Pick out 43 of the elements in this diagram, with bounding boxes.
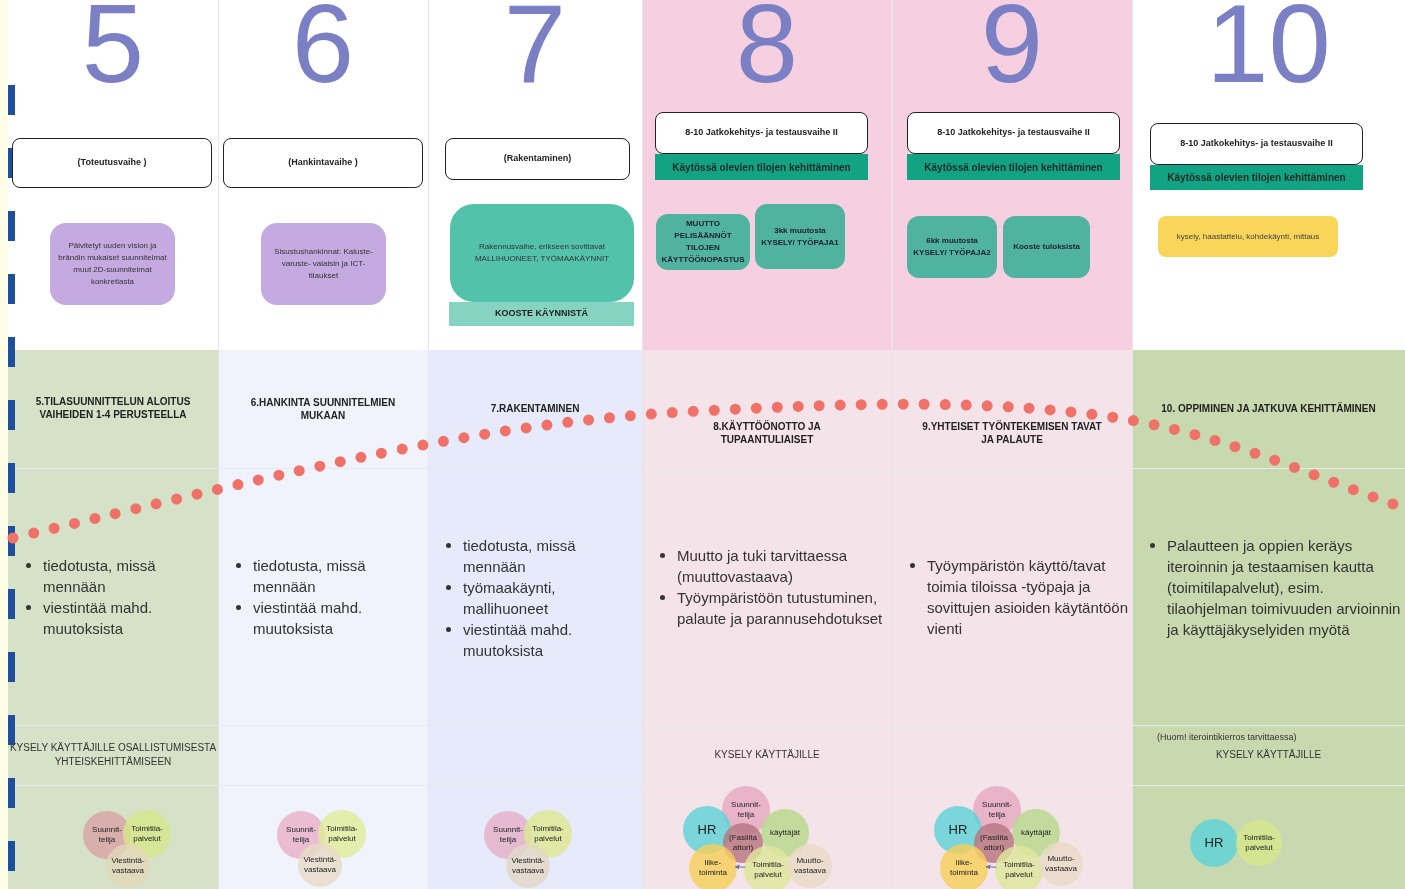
phase-number: 5 [80, 0, 146, 100]
phase-heading: 7.RAKENTAMINEN [489, 402, 581, 415]
task-box: 6kk muutosta KYSELY/ TYÖPAJA2 [907, 216, 997, 278]
phase-heading: 10. OPPIMINEN JA JATKUVA KEHITTÄMINEN [1160, 402, 1377, 415]
survey-label: KYSELY KÄYTTÄJILLE OSALLISTUMISESTA YHTEISKEHITTÄMISEEN [8, 741, 218, 769]
survey-label: KYSELY KÄYTTÄJILLE [1214, 748, 1323, 762]
phase-heading: 9.YHTEISET TYÖNTEKEMISEN TAVAT JA PALAUTE [921, 420, 1103, 446]
phase-number: 10 [1205, 0, 1332, 100]
phase-number: 9 [979, 0, 1045, 100]
phase-number: 7 [502, 0, 568, 100]
bullet-text: viestintää mahd. muutoksista [43, 598, 154, 639]
phase-box: (Hankintavaihe ) [223, 138, 423, 188]
task-box: Sisustushankinnat: Kaluste- varuste- valaisin ja ICT-tilaukset [261, 223, 386, 305]
arrow [985, 864, 997, 870]
bullet-text: Palautteen ja oppien keräys iteroinnin ja testaamisen kautta (toimitilapalvelut), esim. tilaohjelman toimivuuden arvioinnin ja käyttäjäkyselyiden myötä [1167, 536, 1401, 640]
task-box: 3kk muutosta KYSELY/ TYÖPAJA1 [755, 204, 845, 269]
summary-bar: KOOSTE KÄYNNISTÄ [449, 302, 634, 326]
survey-label: KYSELY KÄYTTÄJILLE [713, 748, 821, 762]
phase-box: 8-10 Jatkokehitys- ja testausvaihe II [1150, 123, 1363, 165]
phase-number: 6 [290, 0, 356, 100]
task-box: Rakennusvaihe, erikseen sovittavat MALLIHUONEET, TYÖMAAKÄYNNIT [450, 204, 634, 302]
phase-heading: 6.HANKINTA SUUNNITELMIEN MUKAAN [249, 396, 397, 422]
phase-heading: 5.TILASUUNNITTELUN ALOITUS VAIHEIDEN 1-4 PERUSTEELLA [34, 395, 192, 421]
bullet-text: viestintää mahd. muutoksista [253, 598, 364, 639]
method-box: kysely, haastattelu, kohdekäynti, mittaus [1158, 216, 1338, 257]
note-text: (Huom! iterointikierros tarvittaessa) [1157, 731, 1298, 744]
task-box: MUUTTO PELISÄÄNNÖT TILOJEN KÄYTTÖÖNOPASTUS [656, 214, 750, 270]
task-box: Päivitetyt uuden vision ja brändin mukaiset suunnitelmat muut 2D-suunnitelmat konkretiasta [50, 223, 175, 305]
phase-box: (Toteutusvaihe ) [12, 138, 212, 188]
bullet-text: Työympäristöön tutustuminen, palaute ja parannusehdotukset [677, 588, 884, 629]
arrow [734, 864, 746, 870]
bullet-text: Työympäristön käyttö/tavat toimia tiloissa -työpaja ja sovittujen asioiden käytäntöön vienti [927, 556, 1128, 639]
phase-heading: 8.KÄYTTÖÖNOTTO JA TUPAANTULIAISET [712, 420, 822, 446]
task-box: Kooste tuloksista [1003, 216, 1090, 278]
phase-box: 8-10 Jatkokehitys- ja testausvaihe II [907, 112, 1120, 154]
phase-bar: Käytössä olevien tilojen kehittäminen [1150, 165, 1363, 190]
phase-box: 8-10 Jatkokehitys- ja testausvaihe II [655, 112, 868, 154]
phase-number: 8 [734, 0, 800, 100]
bullet-text: viestintää mahd. muutoksista [463, 620, 574, 661]
phase-box: (Rakentaminen) [445, 138, 630, 180]
phase-bar: Käytössä olevien tilojen kehittäminen [655, 154, 868, 180]
phase-bar: Käytössä olevien tilojen kehittäminen [907, 154, 1120, 180]
bullet-text: Muutto ja tuki tarvittaessa (muuttovastaava) [677, 546, 849, 587]
